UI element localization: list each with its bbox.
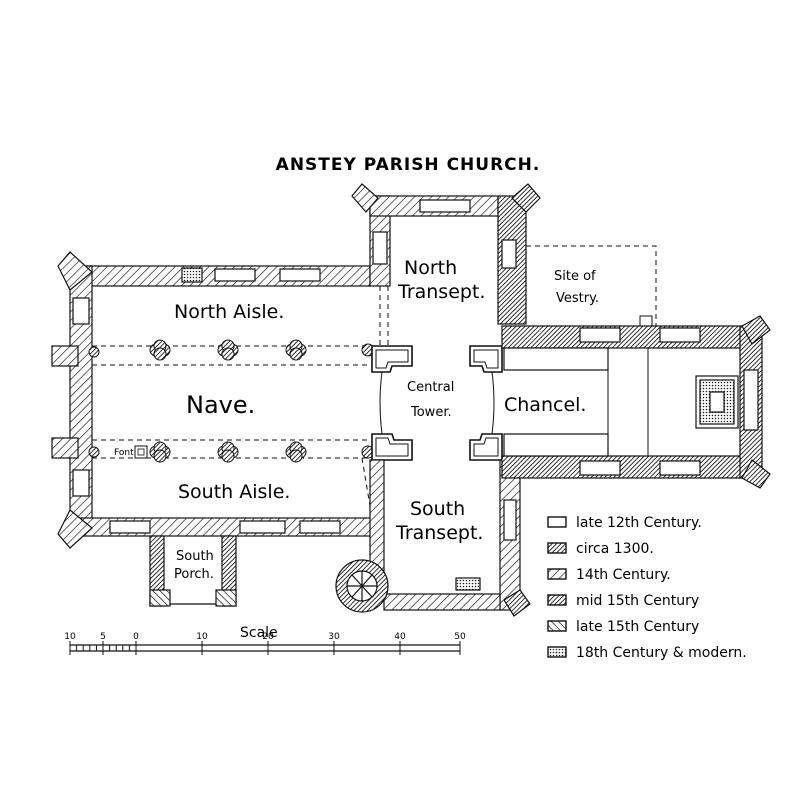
label-vestry-1: Site of — [554, 269, 596, 284]
label-north-aisle: North Aisle. — [174, 301, 284, 323]
south-transept — [335, 459, 531, 617]
central-tower — [371, 345, 503, 461]
north-transept — [351, 183, 541, 325]
label-porch-1: South — [176, 549, 214, 564]
scale-tick-label: 20 — [262, 632, 274, 642]
label-south-transept-1: South — [410, 498, 465, 520]
scale-tick-label: 10 — [64, 632, 76, 642]
legend-swatch-5 — [547, 620, 567, 632]
label-central-2: Tower. — [410, 405, 452, 420]
scale-tick-label: 50 — [454, 632, 466, 642]
legend-label-6: 18th Century & modern. — [576, 645, 747, 661]
label-chancel: Chancel. — [504, 394, 586, 416]
scale-tick-label: 10 — [196, 632, 208, 642]
scale-tick-label: 5 — [100, 632, 106, 642]
legend-swatch-2 — [547, 542, 567, 554]
font-label: Font — [114, 448, 134, 458]
label-north-transept-1: North — [404, 257, 457, 279]
label-porch-2: Porch. — [174, 567, 214, 582]
legend: late 12th Century. circa 1300. 14th Cent… — [547, 515, 747, 661]
south-porch — [149, 535, 237, 607]
legend-label-1: late 12th Century. — [576, 515, 702, 531]
label-south-transept-2: Transept. — [395, 522, 483, 544]
scale-label: Scale — [240, 625, 278, 641]
label-nave: Nave. — [186, 391, 255, 419]
scale-tick-label: 30 — [328, 632, 340, 642]
nave-walls — [51, 251, 373, 549]
legend-swatch-1 — [547, 516, 567, 528]
legend-label-4: mid 15th Century — [576, 593, 699, 609]
nave-piers — [88, 339, 375, 463]
legend-label-5: late 15th Century — [576, 619, 699, 635]
legend-swatch-6 — [547, 646, 567, 658]
plan-title: ANSTEY PARISH CHURCH. — [276, 155, 541, 175]
chancel — [501, 315, 771, 489]
scale-tick-label: 40 — [394, 632, 406, 642]
legend-label-2: circa 1300. — [576, 541, 654, 557]
vestry-outline — [526, 245, 657, 326]
label-vestry-2: Vestry. — [556, 291, 599, 306]
label-central-1: Central — [407, 380, 454, 395]
font: Font — [114, 445, 148, 459]
legend-swatch-3 — [547, 568, 567, 580]
label-south-aisle: South Aisle. — [178, 481, 290, 503]
label-north-transept-2: Transept. — [397, 281, 485, 303]
scale-tick-label: 0 — [133, 632, 139, 642]
legend-swatch-4 — [547, 594, 567, 606]
legend-label-3: 14th Century. — [576, 567, 671, 583]
